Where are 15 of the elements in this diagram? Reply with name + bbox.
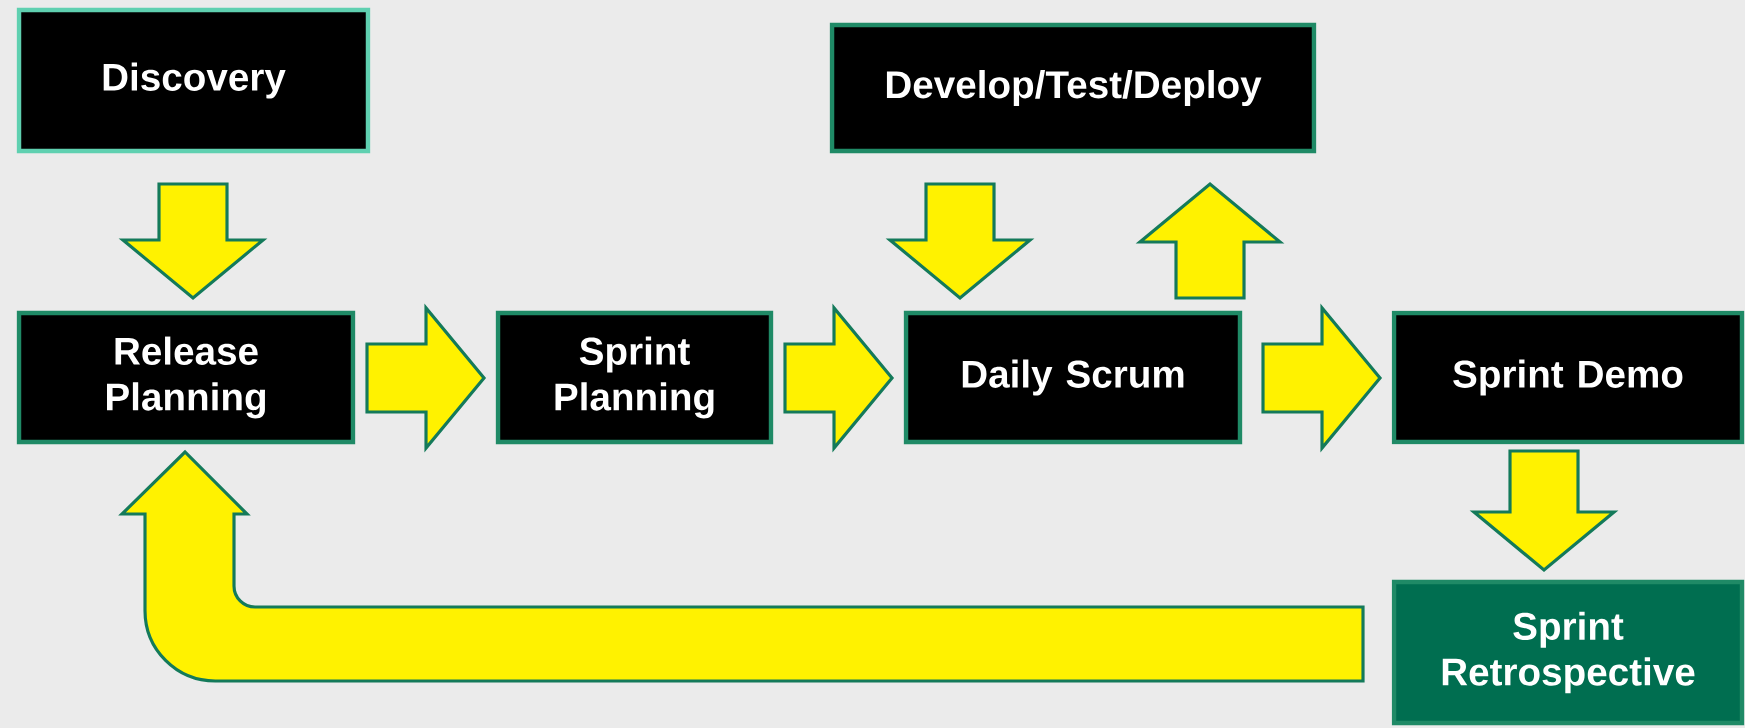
block-arrow [365, 303, 487, 453]
block-arrow [1261, 303, 1383, 453]
process-box: Release Planning [16, 310, 356, 445]
process-box: Develop/Test/Deploy [829, 22, 1317, 154]
process-box: Sprint Planning [495, 310, 774, 445]
block-arrow [1469, 449, 1619, 573]
process-box: Sprint Retrospective [1391, 579, 1745, 726]
block-arrow [1135, 181, 1285, 300]
process-box: Daily Scrum [903, 310, 1243, 445]
process-box: Sprint Demo [1391, 310, 1745, 445]
block-arrow [783, 303, 895, 453]
block-arrow [118, 182, 268, 301]
block-arrow [120, 450, 1365, 683]
process-box: Discovery [16, 7, 371, 154]
block-arrow [885, 182, 1035, 301]
